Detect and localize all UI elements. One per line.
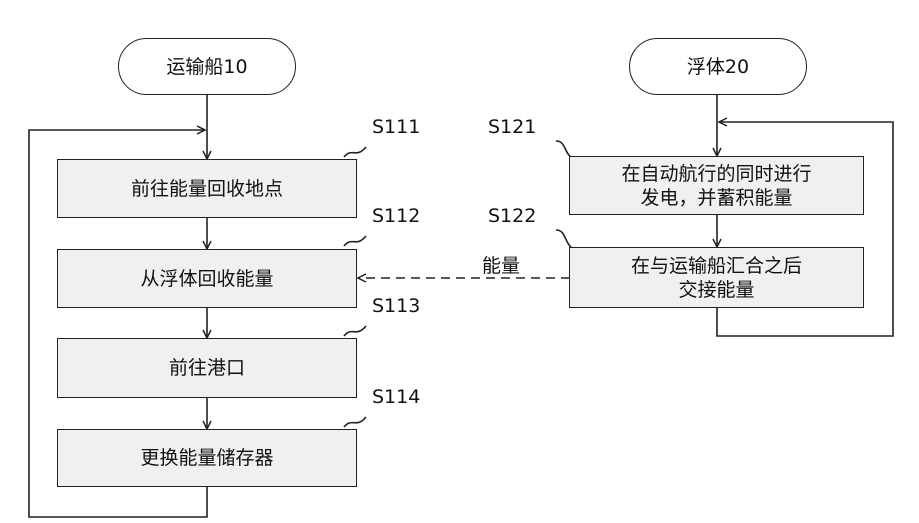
step-label-s122: S122 xyxy=(488,205,536,227)
step-s121-line1: 在自动航行的同时进行 xyxy=(621,162,811,186)
step-label-s121: S121 xyxy=(488,116,536,138)
step-label-s112: S112 xyxy=(372,205,420,227)
leader-s113 xyxy=(344,326,366,336)
start-terminal-transport-ship: 运输船10 xyxy=(118,38,296,95)
step-box-s113: 前往港口 xyxy=(57,338,357,398)
step-label-s114: S114 xyxy=(372,386,420,408)
leader-s112 xyxy=(344,236,366,246)
leader-s114 xyxy=(344,417,366,427)
step-box-s121: 在自动航行的同时进行 发电，并蓄积能量 xyxy=(569,156,864,215)
start-terminal-floating-body: 浮体20 xyxy=(629,38,807,95)
step-s121-line2: 发电，并蓄积能量 xyxy=(640,186,792,210)
step-box-s114: 更换能量储存器 xyxy=(57,429,357,487)
step-box-s112: 从浮体回收能量 xyxy=(57,249,357,308)
step-s122-line2: 交接能量 xyxy=(678,278,754,302)
step-box-s111: 前往能量回收地点 xyxy=(57,159,357,218)
step-s122-line1: 在与运输船汇合之后 xyxy=(631,254,802,278)
step-label-s111: S111 xyxy=(372,116,420,138)
energy-transfer-label: 能量 xyxy=(482,251,520,278)
step-box-s122: 在与运输船汇合之后 交接能量 xyxy=(569,247,864,308)
step-label-s113: S113 xyxy=(372,295,420,317)
leader-s122 xyxy=(556,230,572,248)
leader-s111 xyxy=(344,147,366,157)
